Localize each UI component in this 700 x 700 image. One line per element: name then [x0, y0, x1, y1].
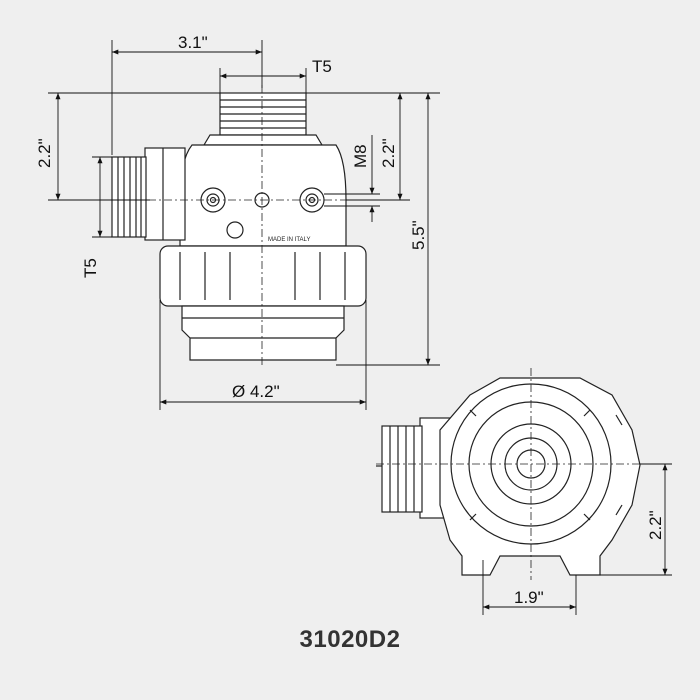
dim-width-top: 3.1" — [178, 33, 208, 52]
dim-top-height: 2.2" — [646, 510, 665, 540]
top-outlet-thread — [202, 92, 324, 146]
dim-port-thread: M8 — [351, 144, 370, 168]
dim-diameter: Ø 4.2" — [232, 382, 280, 401]
drain-plug — [226, 221, 244, 239]
filter-bowl — [181, 305, 345, 361]
dim-right-height: 2.2" — [379, 138, 398, 168]
front-dimensions — [48, 40, 440, 410]
product-code: 31020D2 — [299, 626, 401, 653]
dim-top-width: 1.9" — [514, 588, 544, 607]
front-view — [111, 85, 367, 368]
top-dimensions — [482, 463, 672, 615]
ring-nut — [159, 245, 367, 307]
left-inlet-port — [111, 147, 186, 241]
made-in-italy-label: MADE IN ITALY — [268, 237, 310, 243]
dim-inlet-thread: T5 — [81, 258, 100, 278]
top-view-ribs — [469, 409, 623, 521]
dim-left-height: 2.2" — [35, 138, 54, 168]
dim-outlet-thread: T5 — [312, 57, 332, 76]
top-view — [376, 368, 650, 580]
dim-overall-height: 5.5" — [409, 220, 428, 250]
